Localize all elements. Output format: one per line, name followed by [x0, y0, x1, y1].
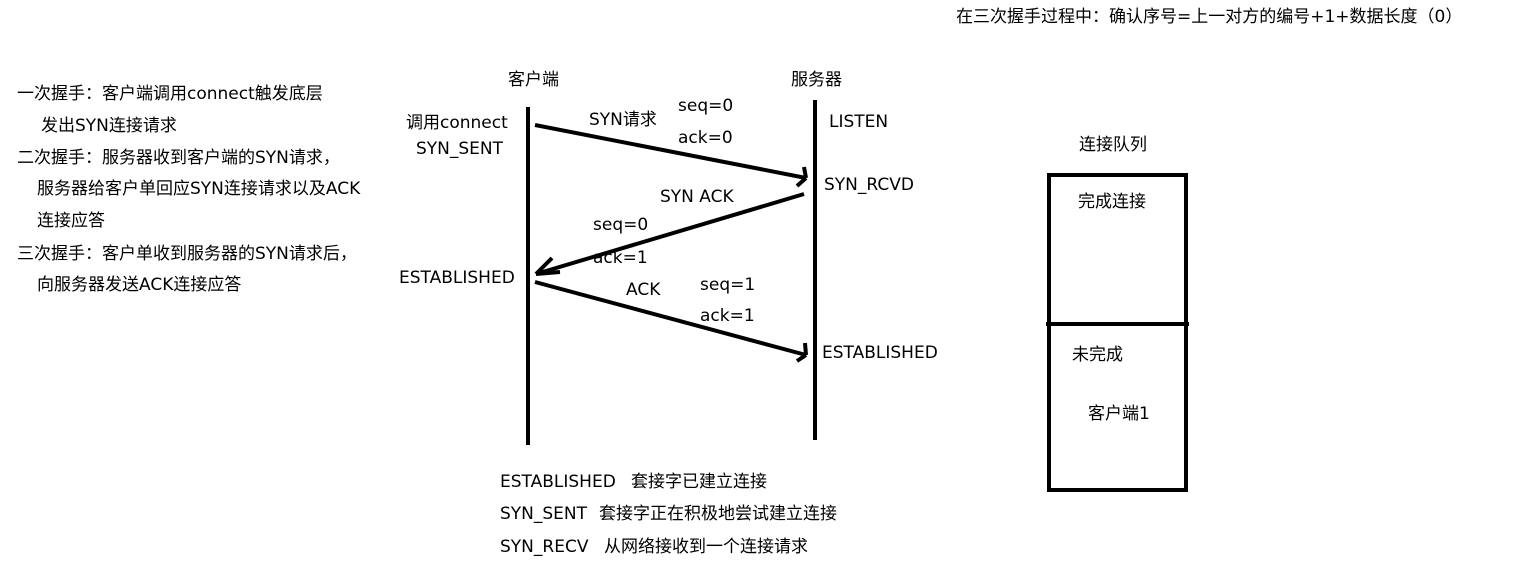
client-state-call: 调用connect — [406, 113, 508, 133]
queue-title: 连接队列 — [1079, 135, 1147, 155]
client-state-established: ESTABLISHED — [399, 268, 515, 288]
server-state-listen: LISTEN — [829, 112, 889, 132]
legend-state-syn-sent: SYN_SENT — [500, 504, 588, 524]
arrow-syn-ack — [534, 192, 805, 276]
legend-state-established: ESTABLISHED — [500, 472, 616, 492]
legend-desc-established: 套接字已建立连接 — [631, 472, 767, 492]
msg1-label: SYN请求 — [589, 110, 657, 130]
legend-state-syn-recv: SYN_RECV — [500, 537, 589, 557]
msg3-label: ACK — [626, 280, 661, 300]
msg2-label: SYN ACK — [660, 187, 734, 207]
server-label: 服务器 — [791, 70, 842, 90]
queue-completed-label: 完成连接 — [1078, 192, 1146, 212]
legend-desc-syn-sent: 套接字正在积极地尝试建立连接 — [599, 504, 837, 524]
queue-item: 客户端1 — [1088, 404, 1150, 424]
step3-line2: 向服务器发送ACK连接应答 — [37, 275, 242, 295]
server-state-syn-rcvd: SYN_RCVD — [824, 175, 914, 195]
step3-line1: 三次握手：客户单收到服务器的SYN请求后， — [17, 244, 357, 264]
step2-line1: 二次握手：服务器收到客户端的SYN请求， — [17, 148, 340, 168]
step2-line3: 连接应答 — [37, 211, 105, 231]
msg2-seq: seq=0 — [593, 215, 649, 235]
step1-line2: 发出SYN连接请求 — [41, 116, 177, 136]
client-state-syn-sent: SYN_SENT — [416, 139, 504, 159]
server-state-established: ESTABLISHED — [822, 343, 938, 363]
step2-line2: 服务器给客户单回应SYN连接请求以及ACK — [37, 179, 361, 199]
msg3-ack: ack=1 — [700, 306, 755, 326]
arrow-ack — [534, 280, 808, 363]
msg3-seq: seq=1 — [700, 275, 756, 295]
msg1-seq: seq=0 — [678, 96, 734, 116]
step1-line1: 一次握手：客户端调用connect触发底层 — [17, 84, 323, 104]
queue-box — [1047, 173, 1188, 492]
arrow-syn — [534, 123, 808, 188]
msg1-ack: ack=0 — [678, 128, 733, 148]
client-label: 客户端 — [508, 70, 559, 90]
msg2-ack: ack=1 — [593, 248, 648, 268]
legend-desc-syn-recv: 从网络接收到一个连接请求 — [604, 537, 808, 557]
ack-rule-note: 在三次握手过程中：确认序号=上一对方的编号+1+数据长度（0） — [956, 7, 1463, 27]
queue-incomplete-label: 未完成 — [1072, 345, 1123, 365]
